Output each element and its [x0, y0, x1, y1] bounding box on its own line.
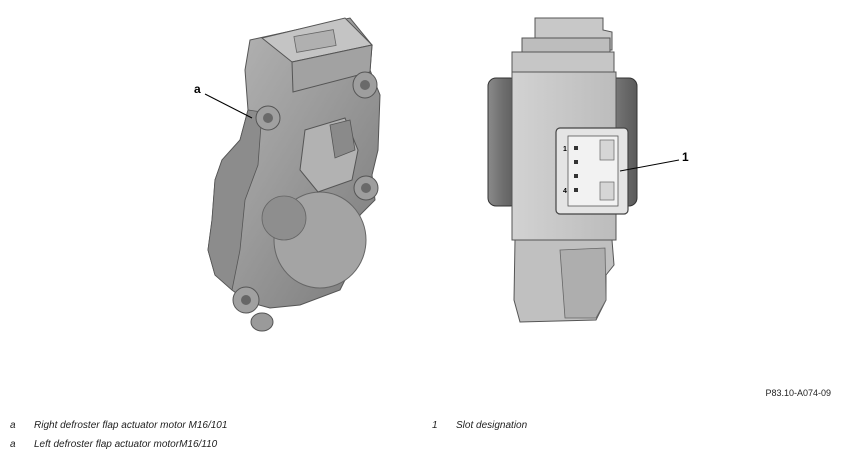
pin-label-4: 4 — [563, 188, 567, 195]
connector-pin — [574, 160, 578, 164]
actuator-illustration: 1 4 a 1 — [194, 17, 689, 332]
legend-text: Left defroster flap actuator motorM16/11… — [34, 439, 218, 450]
legend-left: a Right defroster flap actuator motor M16… — [10, 416, 227, 454]
actuator-motor-iso-view — [204, 17, 381, 332]
connector-pin — [574, 146, 578, 150]
legend-key: a — [10, 420, 16, 431]
callout-a: a — [194, 82, 201, 96]
legend-text: Slot designation — [456, 420, 528, 431]
actuator-motor-front-view: 1 4 — [487, 17, 680, 323]
connector-pin — [574, 174, 578, 178]
callout-1: 1 — [682, 150, 689, 164]
legend-key: a — [10, 439, 16, 450]
actuator-drawing: 1 4 — [204, 17, 680, 332]
legend-right: 1 Slot designation — [432, 416, 527, 435]
legend-key: 1 — [432, 420, 438, 431]
legend-text: Right defroster flap actuator motor M16/… — [34, 420, 228, 431]
connector-pin — [574, 188, 578, 192]
legend-item: a Right defroster flap actuator motor M16… — [10, 416, 227, 435]
legend-item: a Left defroster flap actuator motorM16/1… — [10, 435, 227, 454]
figure-id: P83.10-A074-09 — [765, 388, 831, 398]
callout-a-leader — [204, 93, 253, 119]
callout-1-leader — [619, 159, 680, 172]
pin-label-1: 1 — [563, 146, 567, 153]
legend-item: 1 Slot designation — [432, 416, 527, 435]
